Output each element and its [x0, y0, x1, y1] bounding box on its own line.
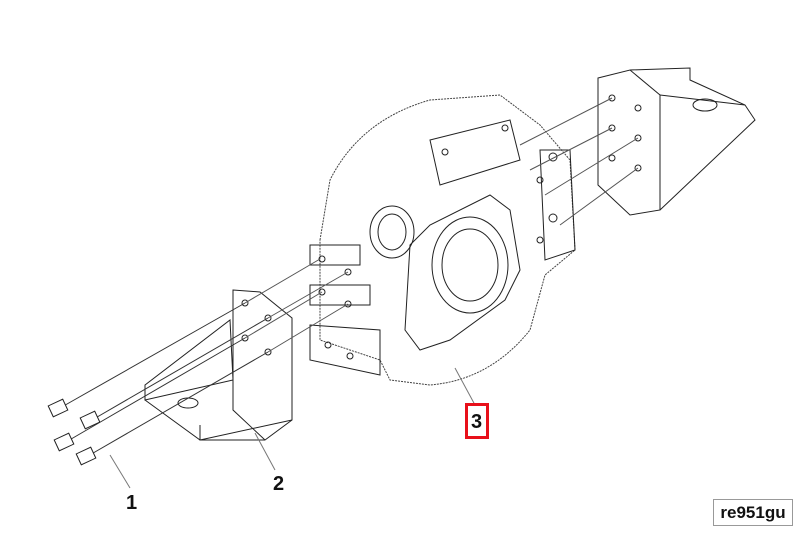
flywheel-housing	[309, 94, 576, 386]
left-bracket	[144, 258, 349, 441]
leader-lines	[109, 367, 476, 489]
right-bracket	[519, 67, 756, 226]
engine-bolts-on-housing	[318, 124, 558, 360]
callout-2[interactable]: 2	[273, 473, 285, 495]
callout-3-highlight	[465, 403, 489, 439]
callout-3[interactable]: 3	[471, 411, 483, 433]
callout-1[interactable]: 1	[126, 492, 138, 514]
reference-code: re951gu	[713, 499, 793, 526]
bolts-item-1	[47, 302, 269, 466]
